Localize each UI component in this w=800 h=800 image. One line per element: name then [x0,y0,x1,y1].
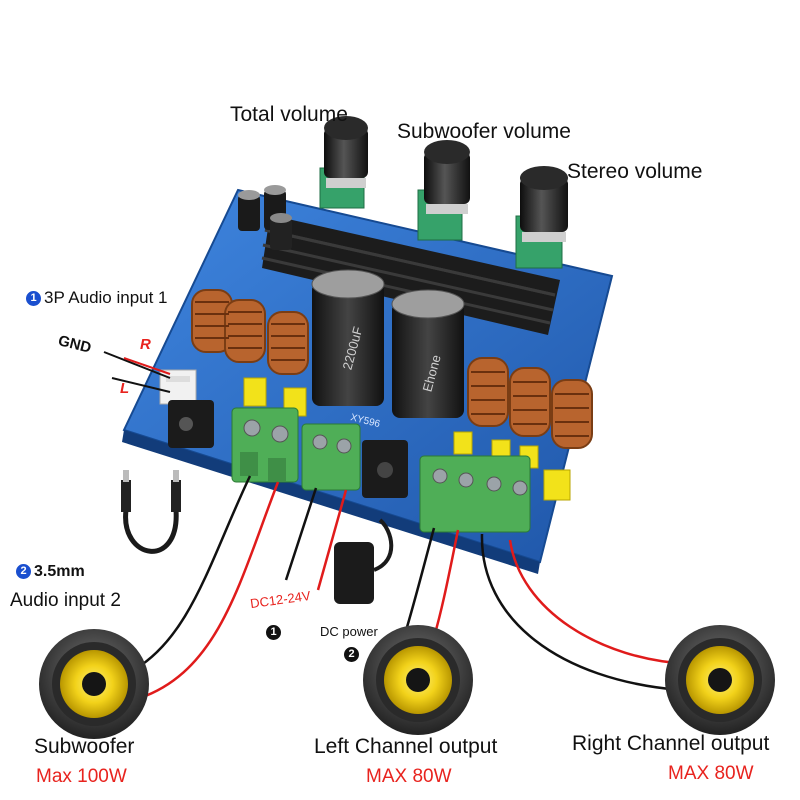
number-badge-dc-1: 1 [266,625,281,641]
l-label: L [120,380,130,397]
stereo-volume-knob [515,166,568,269]
total-volume-knob [319,116,368,209]
dc-power-label: DC power [320,624,378,639]
subwoofer-terminal [231,407,299,483]
amplifier-board: 2200uF Ehone XY596 [122,185,614,574]
number-badge-dc-2: 2 [344,647,359,663]
input-connector-3p [159,369,197,405]
subwoofer-speaker [39,629,149,739]
number-badge-1: 1 [26,291,41,307]
power-adapter [334,518,394,604]
total-volume-label: Total volume [230,103,348,126]
speaker-output-terminals [419,455,531,533]
inductors-left [191,289,309,375]
r-label: R [140,336,151,353]
aux-cable [121,470,181,554]
subwoofer-output-label: Subwoofer [34,735,135,758]
audio-input-2-label: Audio input 2 [10,590,121,611]
audio-input-2-size-text: 3.5mm [34,563,85,580]
stereo-volume-label: Stereo volume [567,160,703,183]
heatsink [261,215,560,335]
right-channel-power-label: MAX 80W [668,763,754,784]
left-channel-power-label: MAX 80W [366,766,452,787]
subwoofer-volume-knob [417,140,470,241]
left-channel-output-label: Left Channel output [314,735,498,758]
subwoofer-volume-label: Subwoofer volume [397,120,571,143]
number-badge-2: 2 [16,564,31,580]
dc-number-1: 1 [266,624,284,642]
inductors-right [467,357,593,449]
right-channel-output-label: Right Channel output [572,732,770,755]
dc-power-jack [362,440,408,498]
power-terminal [301,423,361,491]
big-capacitors: 2200uF Ehone [311,269,465,418]
audio-jack-3.5mm [168,400,214,448]
subwoofer-power-label: Max 100W [36,766,127,787]
left-channel-speaker [363,625,473,735]
dc-number-2: 2 [344,646,362,664]
input-wires [103,351,171,393]
audio-input-1-text: 3P Audio input 1 [44,288,168,307]
small-capacitors [238,185,292,250]
right-channel-speaker [665,625,775,735]
